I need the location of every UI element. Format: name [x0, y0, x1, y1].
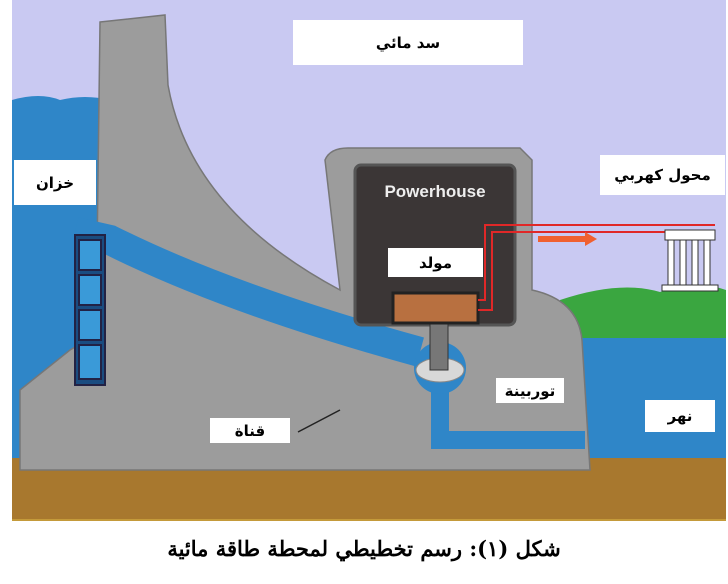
river-label: نهر: [645, 400, 715, 432]
figure-caption: شكل (١): رسم تخطيطي لمحطة طاقة مائية: [167, 536, 561, 561]
dam-label: سد مائي: [293, 20, 523, 65]
turbine-label: توربينة: [496, 378, 564, 403]
generator-label: مولد: [388, 248, 483, 277]
shaft: [429, 321, 449, 371]
power-arrow-icon: [538, 232, 597, 246]
penstock-pointer: [297, 409, 341, 433]
transformer-icon: [661, 229, 719, 292]
generator-icon: [391, 291, 480, 325]
power-lines: [478, 224, 715, 311]
penstock: [71, 217, 424, 367]
penstock-label: قناة: [210, 418, 290, 443]
reservoir-label: خزان: [14, 160, 96, 205]
powerhouse-label: Powerhouse: [384, 182, 486, 201]
transformer-label: محول كهربي: [600, 155, 725, 195]
intake-gate: [74, 234, 106, 386]
hill: [560, 285, 726, 345]
